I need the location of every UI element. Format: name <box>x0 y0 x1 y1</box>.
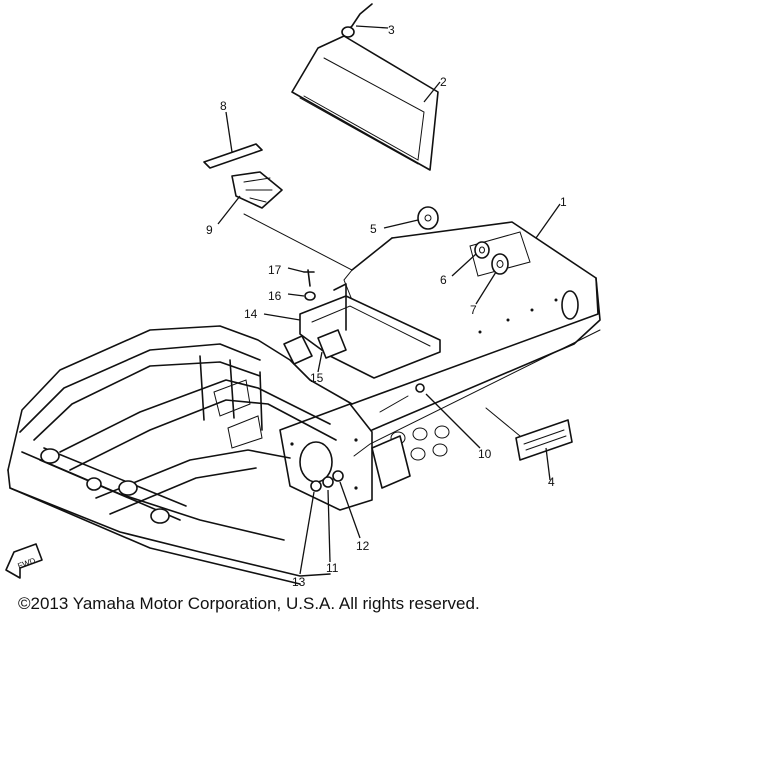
part-5-washer <box>417 206 439 230</box>
callout-13: 13 <box>292 575 306 589</box>
callout-7: 7 <box>470 303 477 317</box>
part-6-7-grommets <box>474 241 509 275</box>
callout-4: 4 <box>548 475 555 489</box>
callout-2: 2 <box>440 75 447 89</box>
part-3-bolt <box>341 3 373 38</box>
part-11-12-13-nuts <box>310 470 344 492</box>
callout-5: 5 <box>370 222 377 236</box>
leader-lines <box>217 25 561 575</box>
main-frame <box>351 221 601 461</box>
callout-14: 14 <box>244 307 258 321</box>
parts-diagram: FWD 1 <box>5 3 601 589</box>
callout-10: 10 <box>478 447 492 461</box>
callout-11: 11 <box>326 561 339 575</box>
callout-numbers: 1 2 3 4 5 6 7 8 9 10 11 12 13 14 15 16 1… <box>206 23 567 589</box>
callout-12: 12 <box>356 539 370 553</box>
callout-16: 16 <box>268 289 282 303</box>
callout-1: 1 <box>560 195 567 209</box>
callout-6: 6 <box>440 273 447 287</box>
callout-3: 3 <box>388 23 395 37</box>
part-16-17-fasteners <box>303 269 316 301</box>
copyright-notice: ©2013 Yamaha Motor Corporation, U.S.A. A… <box>18 594 480 613</box>
part-4-decal <box>485 407 573 461</box>
fwd-arrow-icon: FWD <box>5 543 43 579</box>
callout-8: 8 <box>220 99 227 113</box>
rear-bumper-assembly <box>7 325 411 585</box>
callout-9: 9 <box>206 223 213 237</box>
part-2-top-plate <box>291 35 439 171</box>
part-10-screw <box>379 383 425 413</box>
part-8-strip <box>203 143 263 169</box>
part-9-pouch <box>231 171 283 209</box>
part-14-15-bracket <box>283 283 441 379</box>
callout-15: 15 <box>310 371 324 385</box>
callout-17: 17 <box>268 263 282 277</box>
